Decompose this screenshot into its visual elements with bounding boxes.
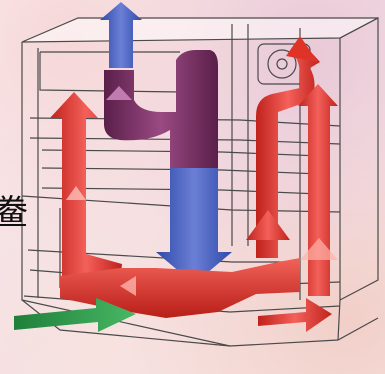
side-character: 鲞 xyxy=(0,196,28,230)
right-outer-chevron xyxy=(300,238,338,260)
top-curl-arrowhead xyxy=(286,36,318,62)
downflow-arrow xyxy=(156,168,232,284)
right-inner-up-arrow xyxy=(246,210,290,240)
right-outer-up-arrow xyxy=(298,84,338,296)
bottom-right-flow-arrow xyxy=(258,298,332,332)
